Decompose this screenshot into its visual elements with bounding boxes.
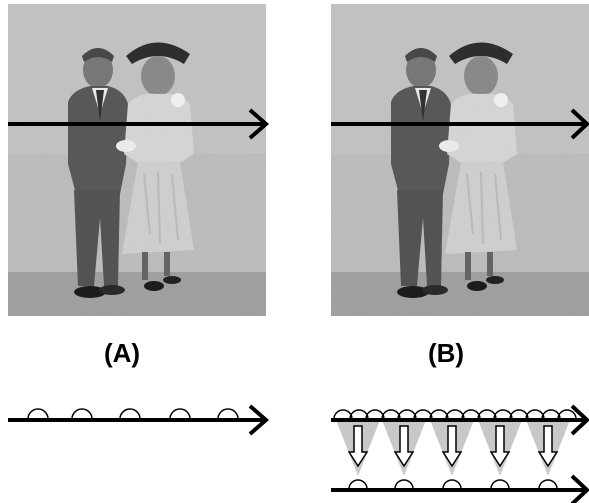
sample-line-a [8, 404, 270, 436]
down-arrow-icon [441, 425, 463, 468]
sample-bump [397, 409, 417, 420]
photo-b [330, 3, 589, 317]
sample-bump [442, 479, 462, 490]
sample-bump [217, 408, 239, 420]
sample-bump [71, 408, 93, 420]
sample-bump [333, 409, 353, 420]
sample-bump [509, 409, 529, 420]
sample-line-b-dense [331, 404, 589, 436]
sample-bump [365, 409, 385, 420]
down-arrow-icon [489, 425, 511, 468]
sample-bump [27, 408, 49, 420]
sample-bump [477, 409, 497, 420]
sample-bump [119, 408, 141, 420]
samples-b-output [348, 479, 558, 490]
sample-bump [348, 479, 368, 490]
sample-bump [429, 409, 449, 420]
down-arrow-icon [537, 425, 559, 468]
sample-bump [461, 409, 481, 420]
scanline-arrow-b [331, 108, 589, 140]
sample-bump [381, 409, 401, 420]
down-arrow-icon [347, 425, 369, 468]
sample-bump [490, 479, 510, 490]
sample-bump [538, 479, 558, 490]
sample-line-b-output [331, 474, 589, 503]
sample-bump [557, 409, 577, 420]
samples-a [27, 408, 239, 420]
down-arrow-icon [393, 425, 415, 468]
photo-a [7, 3, 267, 317]
sample-bump [413, 409, 433, 420]
sample-bump [349, 409, 369, 420]
sample-bump [493, 409, 513, 420]
sample-bump [541, 409, 561, 420]
sample-bump [169, 408, 191, 420]
sample-bump [525, 409, 545, 420]
downsample-arrows [347, 425, 559, 468]
scanline-arrow-a [8, 108, 270, 140]
panel-label-b: (B) [428, 338, 464, 368]
panel-label-a: (A) [104, 338, 140, 368]
samples-b-dense [333, 409, 577, 420]
sample-bump [445, 409, 465, 420]
sample-bump [394, 479, 414, 490]
